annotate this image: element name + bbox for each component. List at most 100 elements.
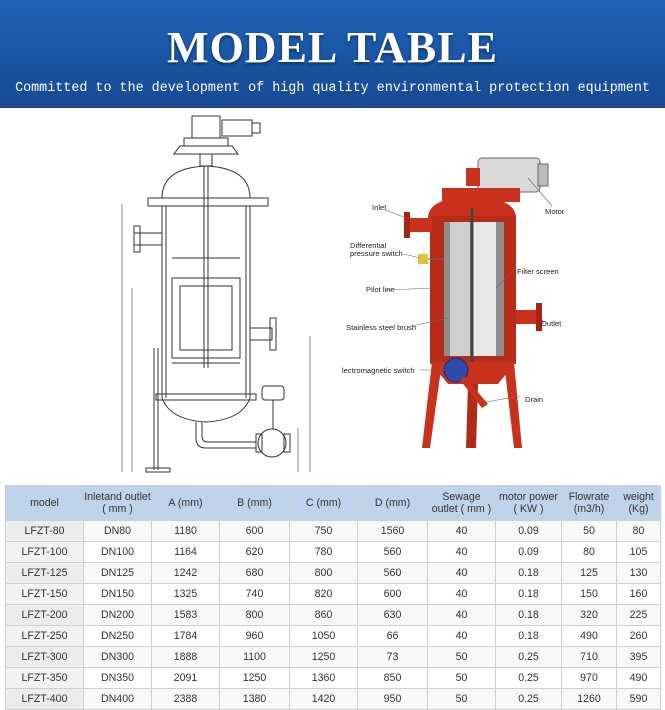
table-cell: 73: [357, 646, 428, 668]
table-cell: 0.25: [495, 667, 562, 689]
table-cell: 850: [357, 667, 428, 689]
header-inlet-outlet: Inletand outlet ( mm ): [83, 485, 152, 521]
table-cell: 50: [427, 688, 496, 710]
table-cell-model: LFZT-400: [5, 688, 84, 710]
table-cell: 40: [427, 520, 496, 542]
table-cell: 1360: [289, 667, 358, 689]
table-cell: 0.09: [495, 541, 562, 563]
table-cell: 1242: [151, 562, 220, 584]
table-cell: 740: [219, 583, 290, 605]
table-cell: 160: [616, 583, 661, 605]
table-cell: 1325: [151, 583, 220, 605]
table-cell: 750: [289, 520, 358, 542]
table-cell: 80: [616, 520, 661, 542]
table-cell: 600: [219, 520, 290, 542]
table-cell: 40: [427, 625, 496, 647]
table-cell-model: LFZT-350: [5, 667, 84, 689]
table-cell: 40: [427, 604, 496, 626]
table-cell: DN350: [83, 667, 152, 689]
label-motor: Motor: [545, 207, 565, 216]
table-cell: 960: [219, 625, 290, 647]
table-cell: 40: [427, 562, 496, 584]
table-cell: DN100: [83, 541, 152, 563]
table-cell: 560: [357, 562, 428, 584]
label-electromagnetic-switch: lectromagnetic switch: [342, 366, 415, 375]
table-cell: 260: [616, 625, 661, 647]
table-cell: 1260: [561, 688, 617, 710]
table-cell: 0.25: [495, 688, 562, 710]
table-cell: 2388: [151, 688, 220, 710]
table-cell: DN200: [83, 604, 152, 626]
table-cell: 0.18: [495, 625, 562, 647]
table-cell: 1100: [219, 646, 290, 668]
table-cell: 0.25: [495, 646, 562, 668]
table-cell: 50: [427, 646, 496, 668]
label-differential-pressure-switch: Differential pressure switch: [350, 241, 403, 258]
table-cell: 1164: [151, 541, 220, 563]
header-flowrate: Flowrate (m3/h): [561, 485, 617, 521]
table-cell: 1050: [289, 625, 358, 647]
header-model: model: [5, 485, 84, 521]
table-cell: 66: [357, 625, 428, 647]
table-cell: 2091: [151, 667, 220, 689]
table-cell: 40: [427, 583, 496, 605]
table-cell: DN150: [83, 583, 152, 605]
filter-illustration: [385, 157, 553, 448]
table-cell: DN400: [83, 688, 152, 710]
table-cell: 680: [219, 562, 290, 584]
table-cell: 50: [427, 667, 496, 689]
label-outlet: Outlet: [541, 319, 562, 328]
table-cell: 860: [289, 604, 358, 626]
table-cell: 150: [561, 583, 617, 605]
label-pilot-line: Pilot line: [366, 285, 395, 294]
motor-illustration: [477, 157, 541, 193]
table-header-row: model Inletand outlet ( mm ) A (mm) B (m…: [5, 485, 661, 521]
table-cell: 0.18: [495, 604, 562, 626]
label-filter-screen: Filter screen: [517, 267, 559, 276]
table-cell: 1180: [151, 520, 220, 542]
table-cell: 0.09: [495, 520, 562, 542]
label-drain: Drain: [525, 395, 544, 404]
table-cell: 560: [357, 541, 428, 563]
table-cell: DN80: [83, 520, 152, 542]
table-cell: 125: [561, 562, 617, 584]
table-cell: 970: [561, 667, 617, 689]
table-cell: 800: [219, 604, 290, 626]
header-b: B (mm): [219, 485, 290, 521]
table-cell-model: LFZT-80: [5, 520, 84, 542]
header-weight: weight (Kg): [616, 485, 661, 521]
table-cell: 1420: [289, 688, 358, 710]
page-title: MODEL TABLE: [167, 23, 498, 72]
table-cell-model: LFZT-150: [5, 583, 84, 605]
header-c: C (mm): [289, 485, 358, 521]
drawing-motor: [191, 115, 221, 139]
table-cell: 1250: [219, 667, 290, 689]
table-cell-model: LFZT-125: [5, 562, 84, 584]
table-cell: 1583: [151, 604, 220, 626]
table-cell: 80: [561, 541, 617, 563]
header-motor-power: motor power ( KW ): [495, 485, 562, 521]
table-cell: 0.18: [495, 562, 562, 584]
table-cell: 1784: [151, 625, 220, 647]
table-cell: 40: [427, 541, 496, 563]
table-cell: 105: [616, 541, 661, 563]
table-cell: 395: [616, 646, 661, 668]
table-cell-model: LFZT-100: [5, 541, 84, 563]
table-cell: 490: [561, 625, 617, 647]
table-cell-model: LFZT-200: [5, 604, 84, 626]
table-cell: 1380: [219, 688, 290, 710]
table-cell: 630: [357, 604, 428, 626]
header-a: A (mm): [151, 485, 220, 521]
table-cell: 1888: [151, 646, 220, 668]
table-cell: 320: [561, 604, 617, 626]
table-cell: 800: [289, 562, 358, 584]
